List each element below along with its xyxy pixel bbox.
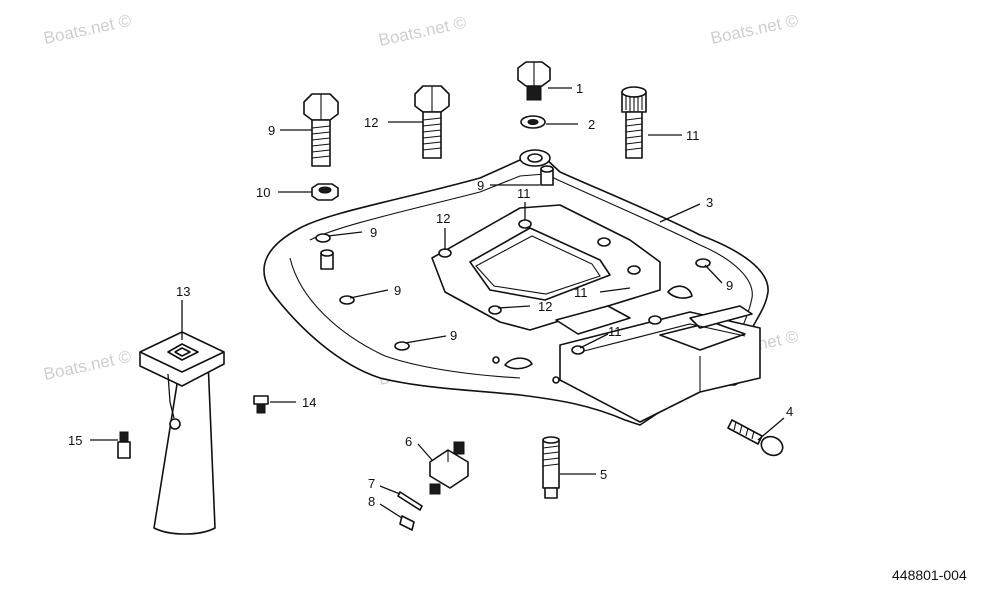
- socket-screw-11: [621, 86, 647, 159]
- carriage-bolt-4: [727, 419, 784, 457]
- callout-9: 9: [726, 278, 733, 293]
- lock-washer-2: [520, 115, 546, 129]
- callout-9: 9: [268, 123, 275, 138]
- stud-5: [542, 436, 560, 499]
- watermark: Boats.net ©: [42, 347, 134, 384]
- callout-12: 12: [436, 211, 450, 226]
- hex-bolt-1: [517, 61, 551, 101]
- clip-8: [399, 515, 415, 531]
- callout-12: 12: [364, 115, 378, 130]
- callout-13: 13: [176, 284, 190, 299]
- adapter-plate: [263, 149, 769, 426]
- callout-11: 11: [608, 324, 622, 339]
- screw-15: [117, 431, 131, 459]
- hex-bolt-12: [414, 85, 450, 159]
- callout-8: 8: [368, 494, 375, 509]
- callout-9: 9: [450, 328, 457, 343]
- callout-1: 1: [576, 81, 583, 96]
- watermark: Boats.net ©: [377, 13, 469, 50]
- callout-10: 10: [256, 185, 270, 200]
- callout-6: 6: [405, 434, 412, 449]
- callout-15: 15: [68, 433, 82, 448]
- callout-4: 4: [786, 404, 793, 419]
- callout-12: 12: [538, 299, 552, 314]
- callout-9: 9: [477, 178, 484, 193]
- leader-lines: [90, 87, 785, 519]
- hex-nut-10: [311, 183, 339, 201]
- callout-11: 11: [686, 128, 700, 143]
- riser-tube-13: [139, 331, 225, 535]
- callout-9: 9: [370, 225, 377, 240]
- callout-11: 11: [574, 285, 588, 300]
- watermark: Boats.net ©: [709, 11, 801, 48]
- callout-9: 9: [394, 283, 401, 298]
- callout-3: 3: [706, 195, 713, 210]
- callout-2: 2: [588, 117, 595, 132]
- callout-14: 14: [302, 395, 316, 410]
- small-screw-14: [253, 395, 269, 414]
- connector-6: [429, 441, 469, 495]
- callout-7: 7: [368, 476, 375, 491]
- callout-11: 11: [517, 186, 531, 201]
- callout-5: 5: [600, 467, 607, 482]
- diagram-part-number: 448801-004: [892, 567, 967, 583]
- watermark: Boats.net ©: [42, 11, 134, 48]
- hex-bolt-9-long: [303, 93, 339, 167]
- pin-7: [397, 491, 423, 511]
- callout-labels: 1 2 3 4 5 6 7 8 9 9 9 9 9 9 10 11 11 11 …: [68, 81, 793, 509]
